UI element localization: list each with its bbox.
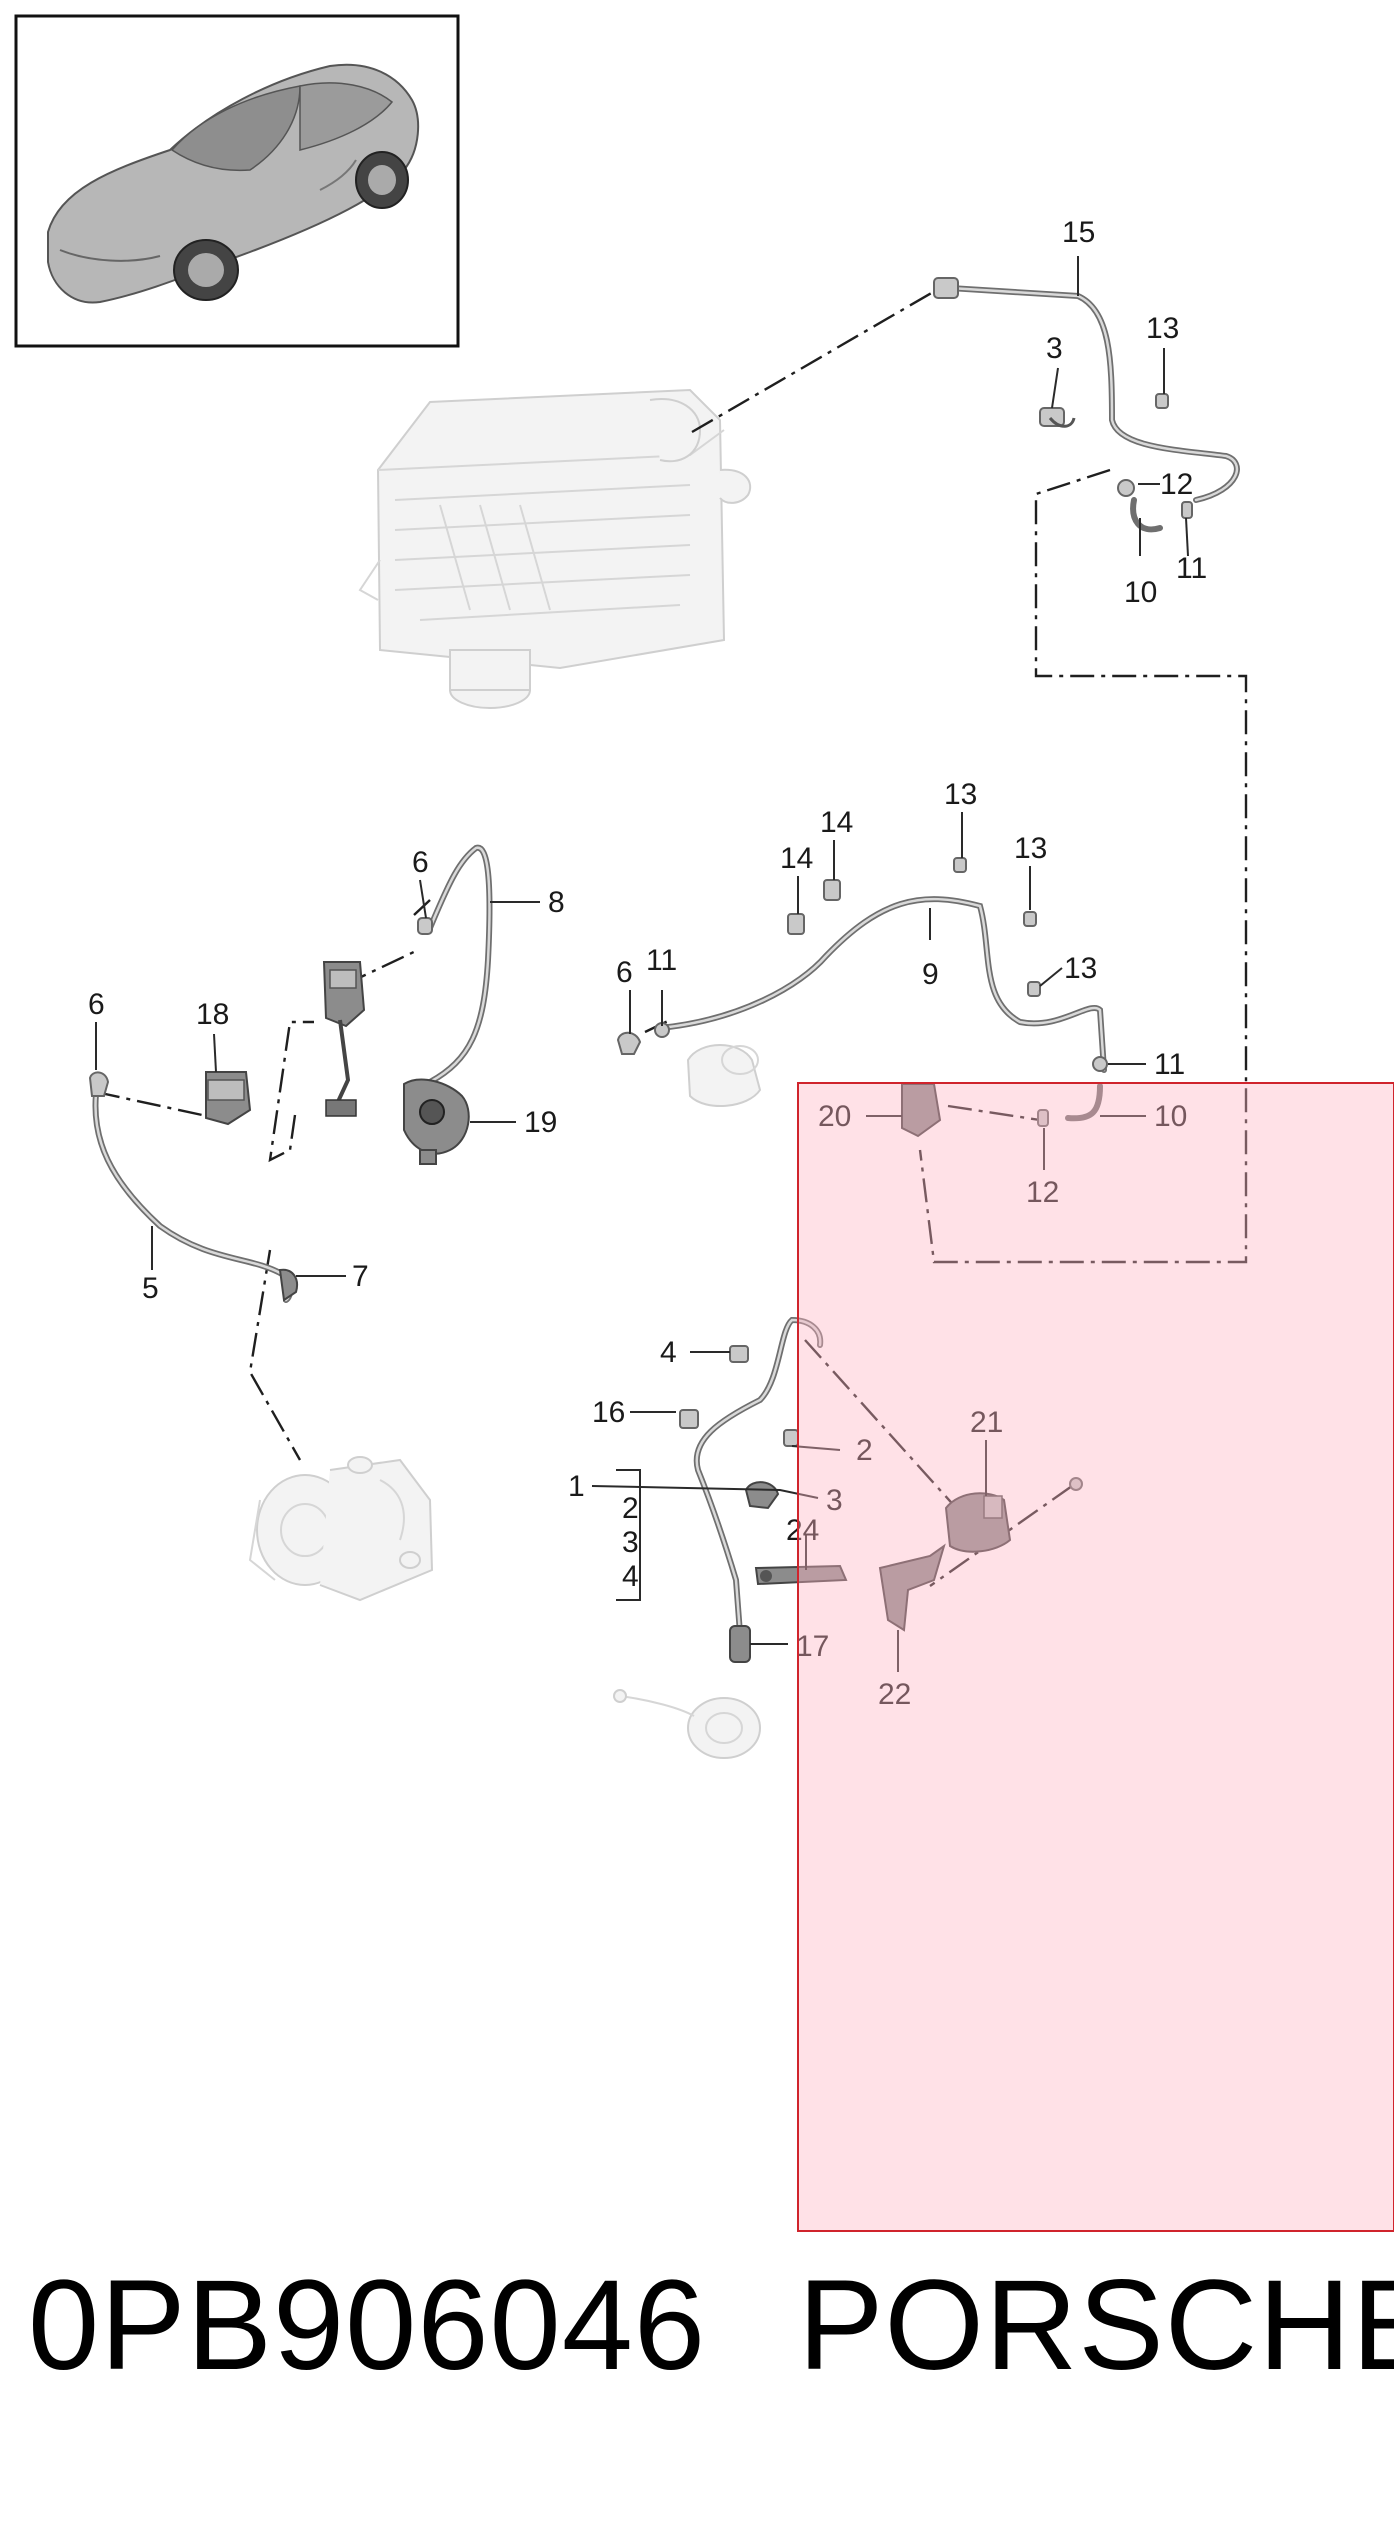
callout-5: 5 [142, 1272, 159, 1305]
callout-11: 11 [1176, 552, 1207, 585]
callout-19: 19 [524, 1106, 557, 1139]
callout-6: 6 [412, 846, 429, 879]
callout-13: 13 [1014, 832, 1047, 865]
callout-14: 14 [780, 842, 813, 875]
thumbnail-frame [14, 14, 460, 348]
callout-21: 21 [970, 1406, 1003, 1439]
callout-13: 13 [944, 778, 977, 811]
callout-3: 3 [1046, 332, 1063, 365]
leader-lines [95, 256, 1189, 1672]
turbocharger-ghost [248, 1456, 434, 1602]
callout-13: 13 [1064, 952, 1097, 985]
callout-10: 10 [1154, 1100, 1187, 1133]
sports-car-icon [47, 63, 420, 304]
callout-labels: 15 13 3 12 10 11 6 8 6 18 19 5 7 14 14 1… [88, 216, 1207, 1711]
callout-10: 10 [1124, 576, 1157, 609]
callout-22: 22 [878, 1678, 911, 1711]
callout-20: 20 [818, 1100, 851, 1133]
callout-4: 4 [660, 1336, 677, 1369]
callout-12: 12 [1026, 1176, 1059, 1209]
callout-14: 14 [820, 806, 853, 839]
brand-name: PORSCHE [798, 2254, 1394, 2397]
callout-3: 3 [622, 1526, 639, 1559]
intercooler-ghost [358, 388, 752, 709]
callout-13: 13 [1146, 312, 1179, 345]
callout-2: 2 [856, 1434, 873, 1467]
callout-3: 3 [826, 1484, 843, 1517]
callout-1: 1 [568, 1470, 585, 1503]
highlight-box [797, 1082, 1394, 2232]
callout-15: 15 [1062, 216, 1095, 249]
callout-2: 2 [622, 1492, 639, 1525]
callout-16: 16 [592, 1396, 625, 1429]
callout-8: 8 [548, 886, 565, 919]
callout-11: 11 [1154, 1048, 1185, 1081]
small-parts [88, 277, 1193, 1663]
callout-12: 12 [1160, 468, 1193, 501]
callout-6: 6 [88, 988, 105, 1021]
callout-7: 7 [352, 1260, 369, 1293]
callout-18: 18 [196, 998, 229, 1031]
valve-housing-ghost [686, 1044, 762, 1107]
callout-4: 4 [622, 1560, 639, 1593]
callout-11: 11 [646, 944, 677, 977]
part-number: 0PB906046 [28, 2254, 707, 2397]
callout-17: 17 [796, 1630, 829, 1663]
sensor-ghost [613, 1689, 761, 1759]
callout-6: 6 [616, 956, 633, 989]
callout-9: 9 [922, 958, 939, 991]
callout-24: 24 [786, 1514, 819, 1547]
